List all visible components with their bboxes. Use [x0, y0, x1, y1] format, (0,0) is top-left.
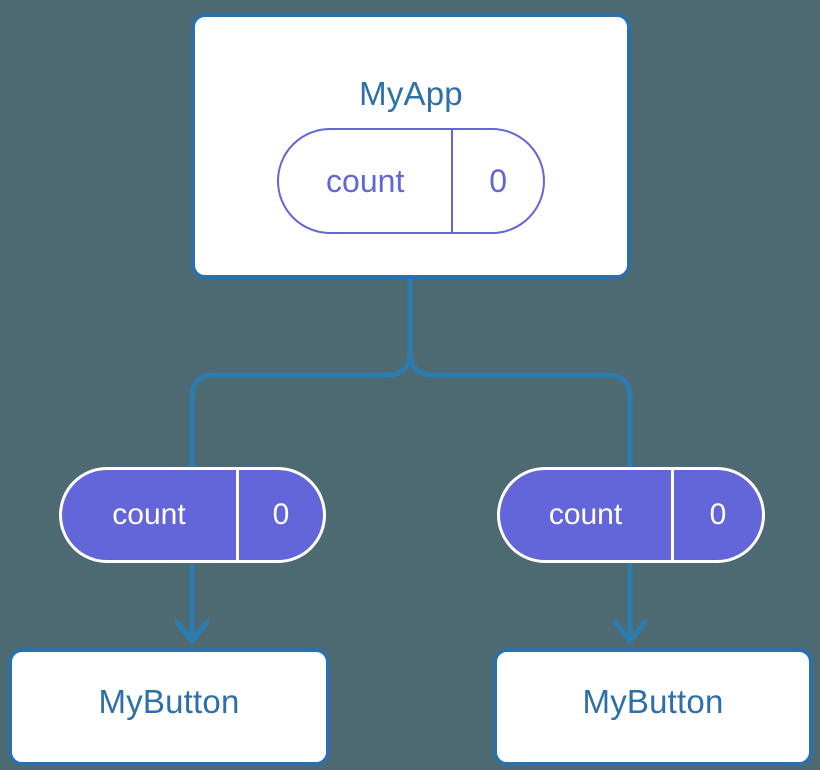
state-pill-child-right-value: 0: [671, 470, 762, 560]
state-pill-child-right-key: count: [548, 498, 623, 531]
branch-connector-right: [407, 349, 633, 470]
component-title-mybutton-left: MyButton: [98, 683, 240, 720]
component-title-myapp: MyApp: [359, 75, 463, 112]
state-pill-myapp[interactable]: count 0: [277, 128, 545, 234]
component-box-mybutton-right[interactable]: MyButton: [493, 648, 813, 766]
state-pill-myapp-key: count: [326, 162, 405, 199]
component-title-mybutton-right: MyButton: [582, 683, 724, 720]
state-pill-child-left[interactable]: count 0: [59, 467, 326, 563]
state-pill-child-left-value: 0: [235, 470, 323, 560]
state-pill-child-right[interactable]: count 0: [497, 467, 765, 563]
component-box-mybutton-left[interactable]: MyButton: [8, 648, 330, 766]
arrow-head-left-icon: [174, 619, 210, 644]
state-pill-myapp-value: 0: [451, 130, 543, 232]
branch-connector-left: [189, 349, 413, 470]
state-pill-child-left-key: count: [112, 498, 186, 531]
arrow-head-right-icon: [612, 619, 648, 644]
